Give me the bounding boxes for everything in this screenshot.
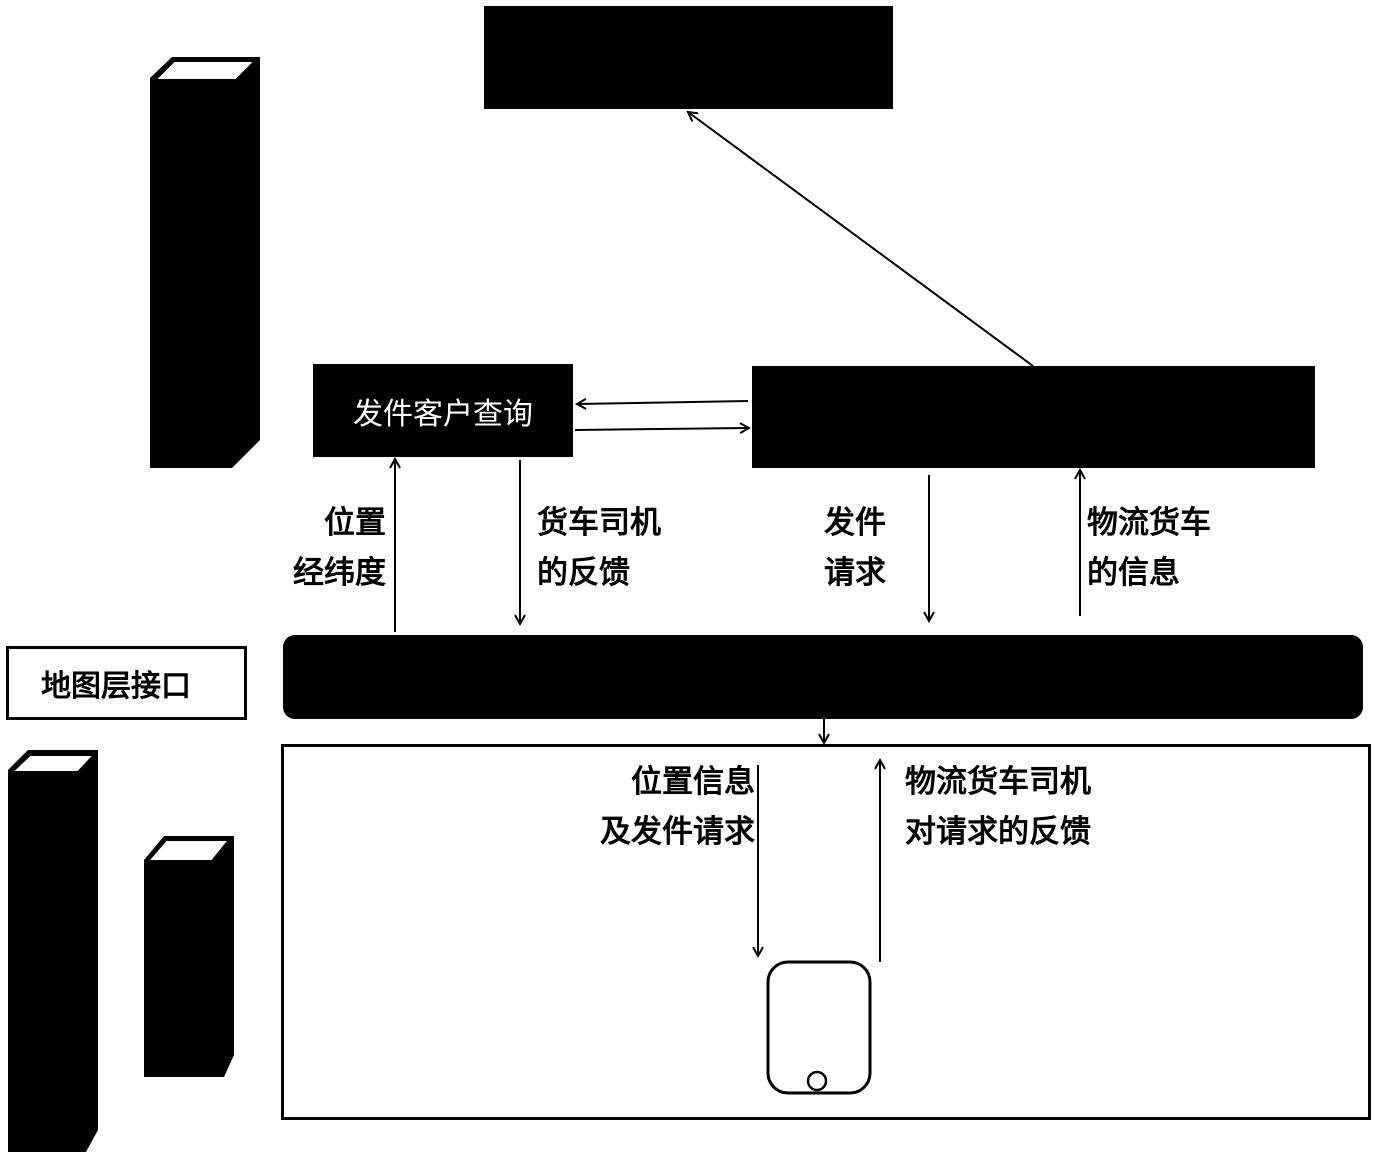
sender-query-label: 发件客户查询 — [353, 396, 533, 432]
map-layer-bar — [283, 635, 1363, 719]
service-to-server-arrow — [688, 112, 1034, 367]
map-interface-label: 地图层接口 — [41, 669, 191, 704]
edge-label-driver-request-feedback: 物流货车司机 对请求的反馈 — [905, 764, 1091, 850]
edge-label-position-and-request: 位置信息 及发件请求 — [600, 764, 755, 850]
service-to-sender-arrow — [577, 401, 749, 404]
edge-label-position-latlng: 位置 经纬度 — [293, 505, 386, 591]
sender-query-box — [313, 364, 573, 457]
client-area-box — [281, 744, 1371, 1120]
edge-label-send-request: 发件 请求 — [824, 505, 886, 591]
edge-label-truck-info: 物流货车 的信息 — [1087, 505, 1211, 591]
edge-label-driver-feedback: 货车司机 的反馈 — [537, 505, 661, 591]
top-server-box — [484, 6, 893, 109]
map-interface-box — [6, 646, 247, 720]
logistics-service-box — [752, 366, 1315, 468]
sender-to-service-arrow — [574, 428, 749, 430]
